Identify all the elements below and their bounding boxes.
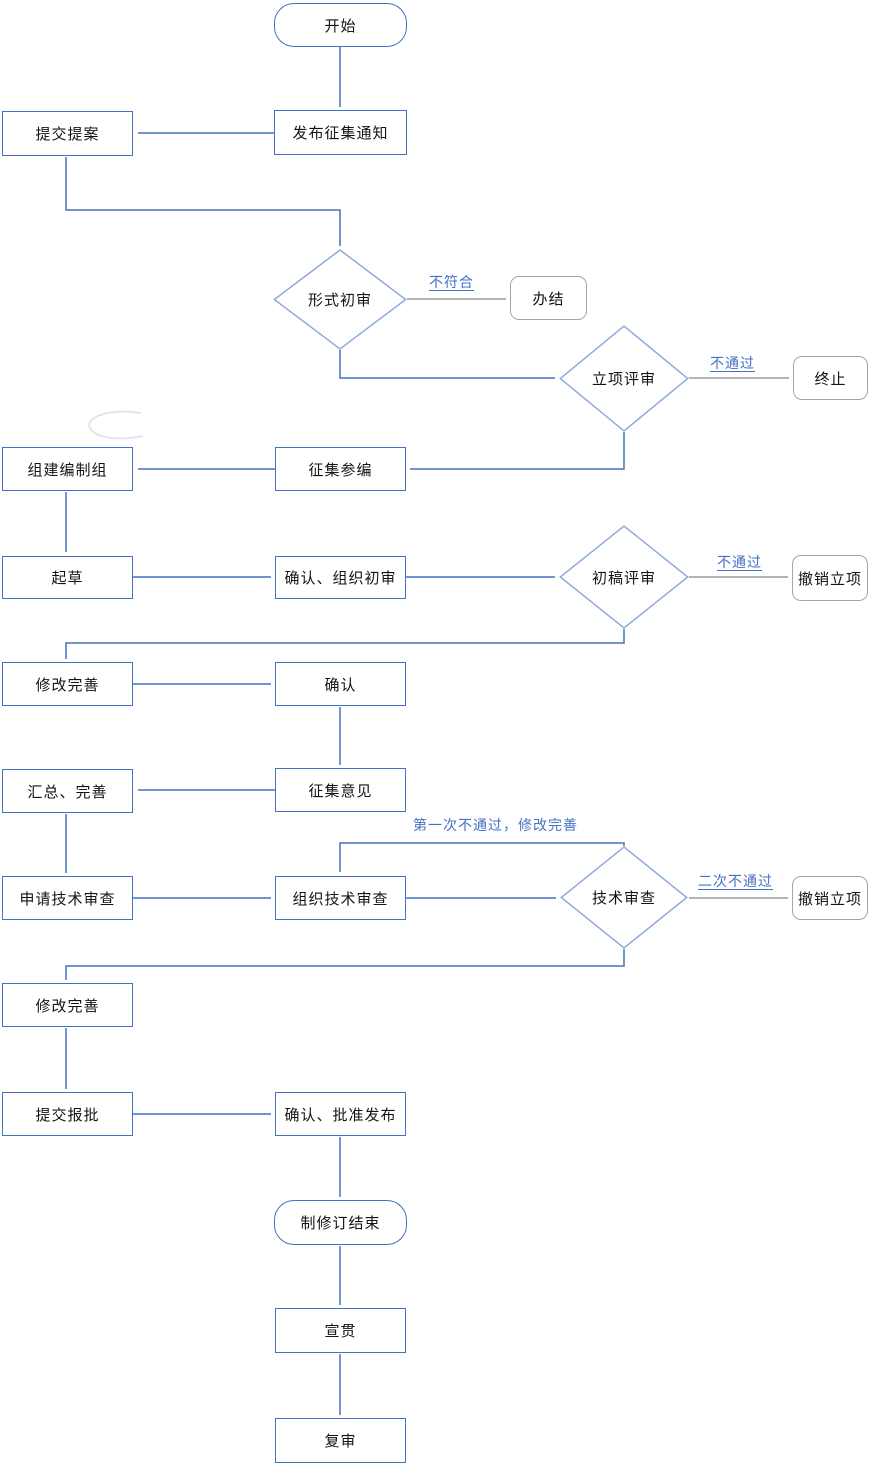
node-form-drafting-group-label: 组建编制组 (27, 460, 108, 479)
node-technical-review: 技术审查 (560, 846, 688, 949)
edge-first-draft-review-to-revise-improve-1 (65, 629, 625, 659)
node-close-case-label: 办结 (532, 289, 565, 308)
node-technical-review-label: 技术审查 (591, 889, 656, 907)
node-summarize-improve: 汇总、完善 (2, 769, 133, 813)
diamond-shape (559, 525, 689, 629)
node-first-draft-review-label: 初稿评审 (591, 568, 656, 587)
node-confirm-organize-initial-review: 确认、组织初审 (275, 556, 406, 599)
node-revoke-project-1-label: 撤销立项 (797, 569, 862, 588)
node-recruit-participants: 征集参编 (275, 447, 406, 491)
edge-technical-review-to-revise-improve-2 (65, 949, 625, 980)
node-publicize-label: 宣贯 (324, 1322, 357, 1340)
node-solicit-opinions: 征集意见 (275, 768, 406, 812)
edge-label-not-conforming: 不符合 (429, 275, 474, 291)
node-start: 开始 (274, 3, 407, 47)
node-publish-notice-label: 发布征集通知 (292, 124, 389, 142)
node-first-draft-review: 初稿评审 (559, 525, 689, 629)
node-terminate-label: 终止 (814, 369, 847, 388)
node-confirm-approve-publish: 确认、批准发布 (275, 1092, 406, 1136)
edge-label-not-pass-project: 不通过 (710, 356, 755, 372)
node-close-case: 办结 (510, 276, 587, 320)
node-submit-for-approval: 提交报批 (2, 1092, 133, 1136)
edge-project-review-to-recruit-participants (410, 432, 625, 470)
node-confirm: 确认 (275, 662, 406, 706)
node-formal-review-label: 形式初审 (307, 291, 372, 309)
stray-arc-artifact (88, 410, 144, 440)
node-submit-proposal: 提交提案 (2, 111, 133, 156)
node-revise-improve-2: 修改完善 (2, 983, 133, 1027)
node-project-review-label: 立项评审 (591, 370, 656, 388)
node-summarize-improve-label: 汇总、完善 (27, 782, 108, 801)
diamond-shape (559, 325, 689, 432)
node-revoke-project-2: 撤销立项 (792, 876, 868, 920)
node-re-review-label: 复审 (324, 1432, 357, 1450)
node-start-label: 开始 (324, 16, 357, 35)
node-revision-end-label: 制修订结束 (300, 1214, 381, 1232)
node-draft: 起草 (2, 556, 133, 599)
edge-label-not-pass-draft: 不通过 (717, 555, 762, 571)
node-submit-proposal-label: 提交提案 (35, 125, 100, 143)
node-publish-notice: 发布征集通知 (274, 110, 407, 155)
node-solicit-opinions-label: 征集意见 (308, 781, 373, 800)
node-revoke-project-1: 撤销立项 (792, 555, 868, 601)
diamond-shape (273, 249, 407, 350)
node-revise-improve-1-label: 修改完善 (35, 675, 100, 694)
node-re-review: 复审 (275, 1418, 406, 1463)
node-organize-technical-review: 组织技术审查 (275, 876, 406, 920)
node-revoke-project-2-label: 撤销立项 (797, 889, 862, 908)
diamond-shape (560, 846, 688, 949)
node-apply-technical-review: 申请技术审查 (2, 876, 133, 920)
edge-technical-review-loopback-to-organize-technical-review (339, 842, 625, 872)
node-recruit-participants-label: 征集参编 (308, 460, 373, 479)
node-confirm-organize-initial-review-label: 确认、组织初审 (284, 569, 397, 587)
node-apply-technical-review-label: 申请技术审查 (19, 889, 116, 908)
node-revise-improve-2-label: 修改完善 (35, 996, 100, 1015)
node-terminate: 终止 (793, 356, 868, 400)
node-form-drafting-group: 组建编制组 (2, 447, 133, 491)
node-confirm-label: 确认 (324, 675, 357, 694)
edge-label-first-fail-revise: 第一次不通过，修改完善 (413, 818, 578, 834)
node-project-review: 立项评审 (559, 325, 689, 432)
node-submit-for-approval-label: 提交报批 (35, 1105, 100, 1124)
node-organize-technical-review-label: 组织技术审查 (292, 889, 389, 908)
node-draft-label: 起草 (51, 569, 84, 587)
node-revise-improve-1: 修改完善 (2, 662, 133, 706)
node-publicize: 宣贯 (275, 1308, 406, 1353)
edge-label-second-fail: 二次不通过 (698, 874, 773, 890)
node-formal-review: 形式初审 (273, 249, 407, 350)
node-revision-end: 制修订结束 (274, 1200, 407, 1245)
edge-formal-review-to-project-review (339, 350, 555, 379)
node-confirm-approve-publish-label: 确认、批准发布 (284, 1105, 397, 1124)
edge-submit-proposal-to-formal-review (65, 157, 341, 246)
